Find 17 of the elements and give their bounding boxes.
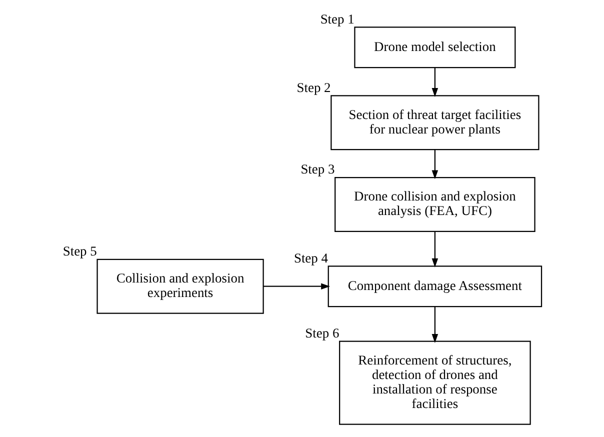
node-label: Step 3 (300, 162, 335, 177)
arrow (432, 150, 438, 180)
node-label: Step 6 (305, 326, 340, 341)
node-label: Step 4 (294, 250, 328, 266)
node-box: Drone collision and explosion analysis (FEA, UFC) (334, 177, 536, 232)
arrow (432, 232, 438, 268)
node-box: Drone model selection (354, 26, 516, 68)
node-box: Section of threat target facilities for nuclear power plants (330, 95, 540, 150)
node-box: Component damage Assessment (328, 266, 542, 308)
node-box: Reinforcement of structures, detection of drones and installation of response facilities (339, 340, 531, 425)
arrow (263, 283, 330, 290)
arrow (432, 68, 438, 97)
node-box: Collision and explosion experiments (96, 258, 264, 314)
node-label: Step 2 (296, 80, 331, 95)
node-label: Step 5 (62, 244, 97, 259)
node-label: Step 1 (320, 11, 354, 26)
arrow (432, 307, 438, 343)
